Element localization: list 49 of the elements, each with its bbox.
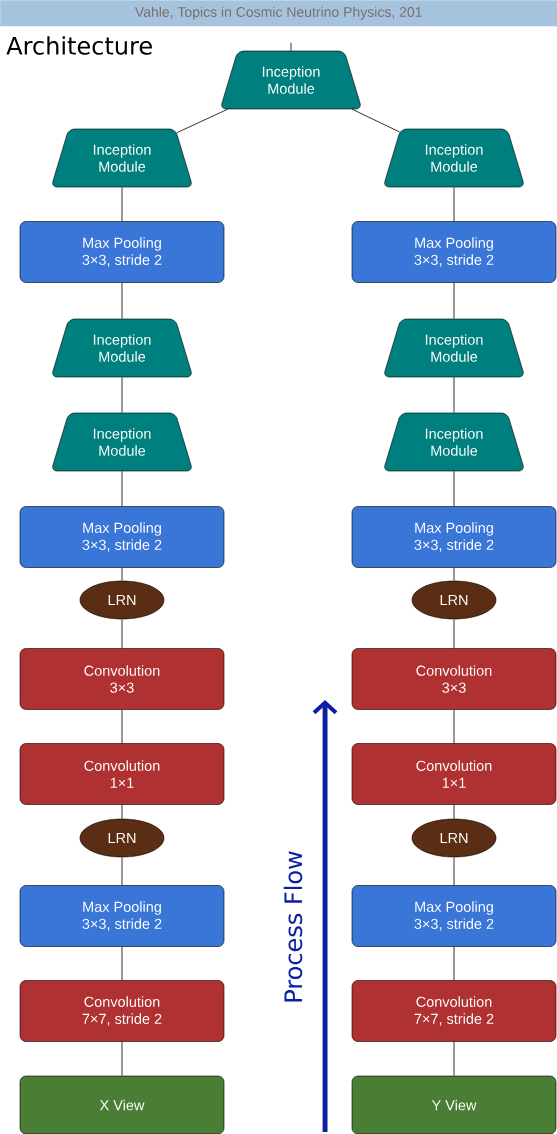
convolution-box: Convolution 3×3 — [351, 648, 557, 710]
connector-line — [121, 186, 123, 222]
inception-module: Inception Module — [384, 128, 524, 188]
connector-line — [453, 1041, 455, 1077]
connector-line — [121, 709, 123, 744]
inception-module: Inception Module — [384, 412, 524, 472]
inception-module: Inception Module — [52, 128, 192, 188]
max-pooling-box: Max Pooling 3×3, stride 2 — [351, 221, 557, 283]
max-pooling-box: Max Pooling 3×3, stride 2 — [19, 506, 225, 568]
inception-module: Inception Module — [52, 318, 192, 378]
connector-line — [453, 709, 455, 744]
connector-line — [121, 946, 123, 981]
connector-line — [453, 376, 455, 414]
max-pooling-box: Max Pooling 3×3, stride 2 — [351, 506, 557, 568]
connector-line — [453, 856, 455, 886]
connector-line — [453, 186, 455, 222]
citation-band: Vahle, Topics in Cosmic Neutrino Physics, 201 — [0, 0, 557, 27]
convolution-box: Convolution 7×7, stride 2 — [351, 980, 557, 1042]
max-pooling-box: Max Pooling 3×3, stride 2 — [19, 221, 225, 283]
convolution-box: Convolution 1×1 — [351, 743, 557, 805]
connector-line — [121, 376, 123, 414]
connector-line — [453, 470, 455, 507]
max-pooling-box: Max Pooling 3×3, stride 2 — [351, 885, 557, 947]
connector-line — [290, 42, 292, 52]
max-pooling-box: Max Pooling 3×3, stride 2 — [19, 885, 225, 947]
connector-line — [121, 618, 123, 649]
view-box: X View — [19, 1075, 225, 1134]
arrow-label: Process Flow — [283, 851, 303, 1002]
inception-module: Inception Module — [221, 50, 361, 110]
connector-line — [453, 946, 455, 981]
inception-module: Inception Module — [384, 318, 524, 378]
title: Architecture — [6, 36, 152, 55]
inception-module: Inception Module — [52, 412, 192, 472]
convolution-box: Convolution 3×3 — [19, 648, 225, 710]
connector-line — [121, 567, 123, 582]
connector-line — [121, 1041, 123, 1077]
convolution-box: Convolution 7×7, stride 2 — [19, 980, 225, 1042]
connector-line — [121, 856, 123, 886]
connector-line — [453, 618, 455, 649]
convolution-box: Convolution 1×1 — [19, 743, 225, 805]
connector-line — [121, 282, 123, 320]
connector-line — [453, 282, 455, 320]
connector-line — [453, 804, 455, 820]
view-box: Y View — [351, 1075, 557, 1134]
connector-line — [453, 567, 455, 582]
connector-line — [176, 108, 228, 134]
connector-line — [351, 108, 400, 133]
connector-line — [121, 804, 123, 820]
connector-line — [121, 470, 123, 507]
